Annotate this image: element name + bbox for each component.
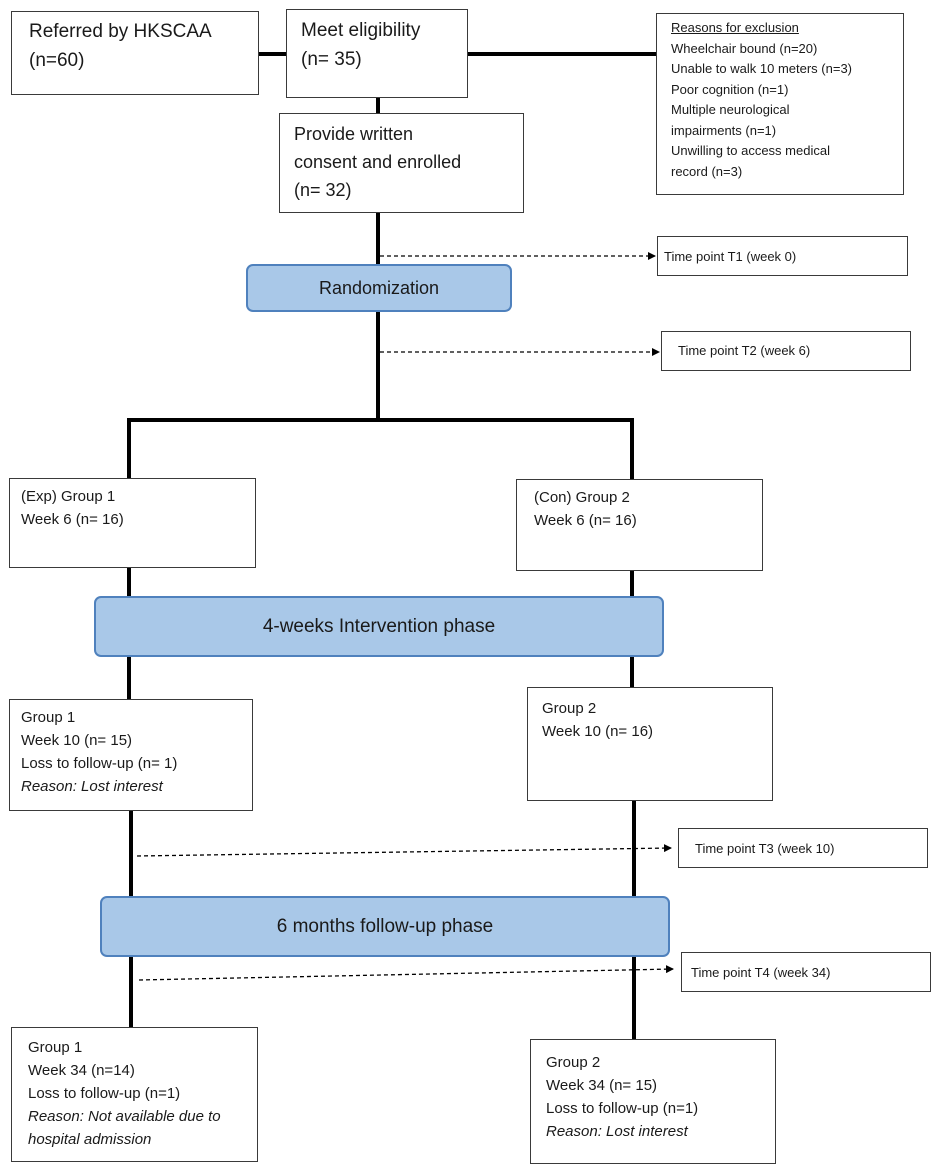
group1-week6-line-1: (Exp) Group 1 bbox=[21, 488, 116, 505]
arrow-to-t3 bbox=[136, 844, 672, 857]
consent-line-1: Provide written bbox=[294, 124, 414, 144]
group1-week6-box: (Exp) Group 1 Week 6 (n= 16) bbox=[9, 478, 256, 568]
group2-week10-line-1: Group 2 bbox=[542, 700, 597, 717]
intervention-phase: 4-weeks Intervention phase bbox=[94, 596, 664, 657]
timepoint-t2-box: Time point T2 (week 6) bbox=[661, 331, 911, 371]
exclusion-item: Unwilling to access medical bbox=[671, 143, 830, 158]
group1-week34-line-2: Week 34 (n=14) bbox=[28, 1062, 135, 1079]
timepoint-t4-label: Time point T4 (week 34) bbox=[691, 965, 831, 980]
exclusion-item: Wheelchair bound (n=20) bbox=[671, 40, 818, 56]
consent-box: Provide written consent and enrolled (n=… bbox=[279, 113, 524, 213]
referred-line-1: Referred by HKSCAA bbox=[29, 21, 212, 42]
group2-week34-line-2: Week 34 (n= 15) bbox=[546, 1077, 658, 1094]
group1-week34-reason-1: Reason: Not available due to bbox=[28, 1108, 221, 1125]
eligibility-box: Meet eligibility (n= 35) bbox=[286, 9, 468, 98]
group1-week34-box: Group 1 Week 34 (n=14) Loss to follow-up… bbox=[11, 1027, 258, 1162]
randomization-label: Randomization bbox=[318, 277, 440, 298]
timepoint-t3-box: Time point T3 (week 10) bbox=[678, 828, 928, 868]
timepoint-t1-box: Time point T1 (week 0) bbox=[657, 236, 908, 276]
group2-week34-line-1: Group 2 bbox=[546, 1054, 601, 1071]
timepoint-t1-label: Time point T1 (week 0) bbox=[664, 249, 797, 264]
group1-week34-reason-2: hospital admission bbox=[28, 1131, 152, 1148]
group2-week34-reason: Reason: Lost interest bbox=[546, 1123, 688, 1140]
referred-line-2: (n=60) bbox=[29, 50, 85, 71]
timepoint-t2-label: Time point T2 (week 6) bbox=[678, 343, 811, 358]
exclusion-heading: Reasons for exclusion bbox=[671, 20, 799, 35]
group1-week10-line-1: Group 1 bbox=[21, 709, 76, 726]
exclusion-box: Reasons for exclusion Wheelchair bound (… bbox=[656, 13, 904, 195]
group1-week10-line-3: Loss to follow-up (n= 1) bbox=[21, 755, 178, 772]
timepoint-t3-label: Time point T3 (week 10) bbox=[695, 841, 835, 856]
group2-week10-line-2: Week 10 (n= 16) bbox=[542, 723, 654, 740]
timepoint-t4-box: Time point T4 (week 34) bbox=[681, 952, 931, 992]
eligibility-line-1: Meet eligibility bbox=[301, 20, 421, 41]
group1-week10-box: Group 1 Week 10 (n= 15) Loss to follow-u… bbox=[9, 699, 253, 811]
group2-week34-box: Group 2 Week 34 (n= 15) Loss to follow-u… bbox=[530, 1039, 776, 1164]
exclusion-item: record (n=3) bbox=[671, 163, 743, 179]
group1-week34-line-3: Loss to follow-up (n=1) bbox=[28, 1085, 181, 1102]
exclusion-item: Unable to walk 10 meters (n=3) bbox=[671, 61, 853, 76]
group2-week10-box: Group 2 Week 10 (n= 16) bbox=[527, 687, 773, 801]
group2-week6-box: (Con) Group 2 Week 6 (n= 16) bbox=[516, 479, 763, 571]
group2-week6-line-2: Week 6 (n= 16) bbox=[534, 512, 637, 529]
arrow-to-t4 bbox=[138, 965, 674, 981]
group2-week6-line-1: (Con) Group 2 bbox=[534, 489, 630, 506]
randomization-phase: Randomization bbox=[246, 264, 512, 312]
followup-label: 6 months follow-up phase bbox=[276, 915, 494, 937]
group1-week34-line-1: Group 1 bbox=[28, 1039, 83, 1056]
consent-line-3: (n= 32) bbox=[294, 180, 352, 200]
exclusion-item: Multiple neurological bbox=[671, 102, 790, 117]
group1-week10-line-2: Week 10 (n= 15) bbox=[21, 732, 133, 749]
exclusion-item: impairments (n=1) bbox=[671, 122, 777, 138]
consent-line-2: consent and enrolled bbox=[294, 152, 462, 172]
eligibility-line-2: (n= 35) bbox=[301, 49, 362, 70]
followup-phase: 6 months follow-up phase bbox=[100, 896, 670, 957]
group1-week10-reason: Reason: Lost interest bbox=[21, 778, 163, 795]
exclusion-item: Poor cognition (n=1) bbox=[671, 81, 789, 97]
group1-week6-line-2: Week 6 (n= 16) bbox=[21, 511, 124, 528]
intervention-label: 4-weeks Intervention phase bbox=[262, 615, 496, 637]
referred-box: Referred by HKSCAA (n=60) bbox=[11, 11, 259, 95]
group2-week34-line-3: Loss to follow-up (n=1) bbox=[546, 1100, 699, 1117]
